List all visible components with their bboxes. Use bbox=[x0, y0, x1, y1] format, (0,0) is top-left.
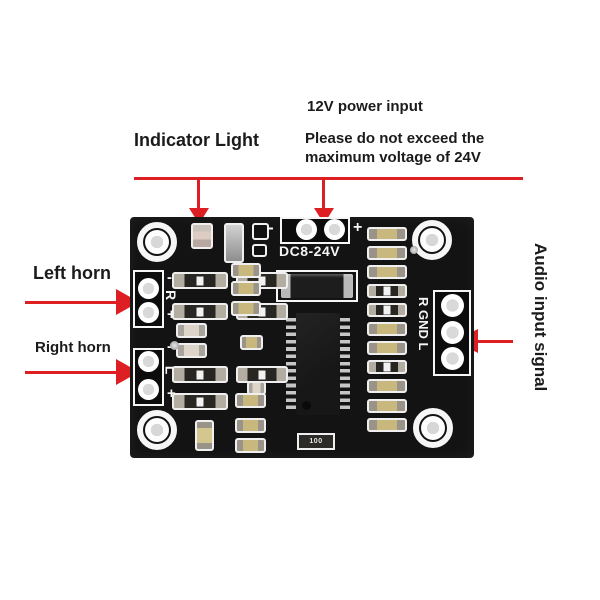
hole-pad bbox=[145, 230, 169, 254]
audio-pad-gnd bbox=[441, 321, 464, 344]
smd-footprint bbox=[252, 223, 269, 240]
power-plus-mark: + bbox=[353, 219, 363, 236]
ic-pins-left bbox=[286, 318, 296, 410]
callout-line-top bbox=[134, 177, 523, 180]
smd-capacitor bbox=[367, 322, 407, 336]
smd-capacitor bbox=[367, 227, 407, 241]
smd-resistor bbox=[172, 272, 228, 289]
callout-line-indicator bbox=[197, 177, 200, 209]
power-warning-line1: Please do not exceed the bbox=[305, 130, 485, 147]
mounting-hole-bottom-right bbox=[404, 399, 462, 457]
indicator-light-label: Indicator Light bbox=[134, 130, 259, 150]
left-channel-plus-mark: + bbox=[167, 385, 176, 402]
test-point-dot bbox=[410, 246, 418, 254]
smd-component bbox=[224, 223, 244, 263]
smd-resistor bbox=[367, 284, 407, 298]
smd-resistor bbox=[172, 366, 228, 383]
diode bbox=[281, 274, 353, 298]
mounting-hole-top-left bbox=[128, 213, 186, 271]
callout-line-audio bbox=[476, 340, 513, 343]
pcb-board: - + DC8-24V - R + - L + R GN bbox=[128, 211, 474, 459]
audio-header-silkscreen: R GND L bbox=[416, 297, 431, 351]
smd-capacitor bbox=[367, 418, 407, 432]
right-channel-letter: R bbox=[163, 289, 180, 301]
left-channel-minus-mark: - bbox=[167, 338, 172, 355]
callout-line-left-horn bbox=[25, 301, 119, 304]
smd-capacitor bbox=[367, 399, 407, 413]
smd-capacitor bbox=[195, 420, 214, 451]
power-input-label: 12V power input bbox=[307, 98, 423, 115]
dc-rating-label: DC8-24V bbox=[279, 243, 341, 259]
ic-pin1-dot bbox=[302, 401, 311, 410]
smd-capacitor bbox=[231, 263, 261, 278]
smd-resistor-marked: 100 bbox=[297, 433, 335, 450]
right-channel-pad-minus bbox=[138, 278, 159, 299]
smd-capacitor bbox=[176, 323, 207, 338]
audio-pad-r bbox=[441, 294, 464, 317]
amplifier-ic bbox=[296, 313, 340, 415]
smd-capacitor bbox=[231, 301, 261, 316]
right-channel-minus-mark: - bbox=[167, 269, 172, 286]
power-warning-line2: maximum voltage of 24V bbox=[305, 149, 481, 166]
smd-capacitor bbox=[231, 281, 261, 296]
smd-capacitor bbox=[235, 393, 266, 408]
hole-pad bbox=[421, 416, 445, 440]
test-point-dot bbox=[170, 341, 179, 350]
smd-capacitor bbox=[235, 438, 266, 453]
audio-input-label: Audio input signal bbox=[531, 243, 550, 392]
smd-resistor bbox=[172, 393, 228, 410]
power-pad-positive bbox=[324, 219, 345, 240]
mounting-hole-top-right bbox=[403, 211, 461, 269]
smd-resistor bbox=[172, 303, 228, 320]
hole-pad bbox=[145, 418, 169, 442]
ic-pins-right bbox=[340, 318, 350, 410]
power-pad-negative bbox=[296, 219, 317, 240]
mounting-hole-bottom-left bbox=[128, 401, 186, 459]
smd-capacitor bbox=[367, 246, 407, 260]
smd-capacitor bbox=[367, 341, 407, 355]
smd-capacitor bbox=[367, 379, 407, 393]
right-channel-pad-plus bbox=[138, 302, 159, 323]
audio-pad-l bbox=[441, 347, 464, 370]
right-horn-label: Right horn bbox=[35, 339, 111, 356]
smd-resistor bbox=[367, 303, 407, 317]
smd-resistor bbox=[367, 360, 407, 374]
smd-capacitor bbox=[176, 343, 207, 358]
left-horn-label: Left horn bbox=[33, 263, 111, 283]
smd-footprint bbox=[252, 244, 267, 257]
power-minus-mark: - bbox=[268, 218, 274, 237]
indicator-led bbox=[191, 223, 213, 249]
callout-line-right-horn bbox=[25, 371, 119, 374]
left-channel-pad-plus bbox=[138, 379, 159, 400]
hole-pad bbox=[420, 228, 444, 252]
smd-capacitor bbox=[235, 418, 266, 433]
callout-line-power bbox=[322, 177, 325, 209]
smd-capacitor bbox=[240, 335, 263, 350]
smd-capacitor bbox=[367, 265, 407, 279]
left-channel-pad-minus bbox=[138, 351, 159, 372]
